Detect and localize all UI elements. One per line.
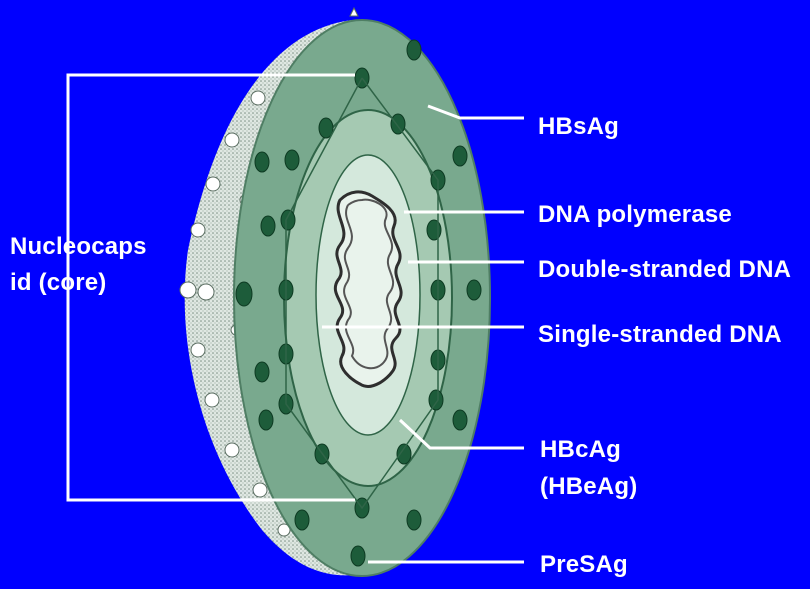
label-hbcag: HBcAg xyxy=(540,435,621,465)
label-double-stranded-dna: Double-stranded DNA xyxy=(538,255,791,285)
top-spike xyxy=(350,8,358,16)
label-nucleocapsid-line1: Nucleocaps xyxy=(10,232,147,262)
label-single-stranded-dna: Single-stranded DNA xyxy=(538,320,782,350)
label-hbeag: (HBeAg) xyxy=(540,472,637,502)
label-dna-polymerase: DNA polymerase xyxy=(538,200,732,230)
label-hbsag: HBsAg xyxy=(538,112,619,142)
label-nucleocapsid-line2: id (core) xyxy=(10,268,106,298)
label-presag: PreSAg xyxy=(540,550,628,580)
